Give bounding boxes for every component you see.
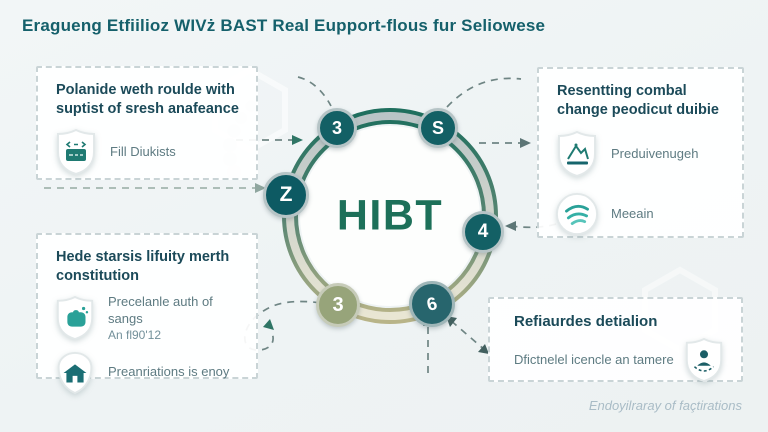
panel-heading: Refiaurdes detialion: [514, 313, 658, 330]
node-label: 3: [332, 293, 344, 316]
house-shield-icon: [57, 351, 93, 394]
connector-bottomright-diagonal: [448, 318, 487, 352]
item-label: Preanriations is enoy: [108, 364, 230, 380]
swirl-circle-icon: [555, 193, 599, 236]
person-shield-icon: [685, 338, 723, 383]
item-label: Meeain: [611, 205, 654, 221]
ring-node-3-bottom: 3: [316, 283, 360, 327]
center-label: HIBT: [336, 191, 444, 240]
shield-card-icon: [57, 128, 95, 176]
node-label: 3: [331, 117, 342, 138]
panel-heading: Resentting combal change peodicut duibie: [557, 83, 719, 118]
panel-heading: Hede starsis lifuity merth constitution: [56, 249, 230, 284]
ring-node-s: S: [418, 108, 458, 148]
panel-bottom-right: Refiaurdes detialion Dfictnelel icencle …: [488, 297, 743, 383]
ring-node-3-top: 3: [317, 108, 357, 148]
puzzle-shield-icon: [56, 295, 94, 340]
node-label: Z: [279, 183, 293, 206]
mountain-shield-icon: [558, 130, 596, 178]
panel-top-right: Resentting combal change peodicut duibie…: [537, 67, 744, 238]
item-label: Preduivenugeh: [611, 145, 699, 161]
item-sublabel: An fl90'12: [108, 327, 161, 342]
panel-top-left: Polanide weth roulde with suptist of sre…: [36, 66, 258, 180]
ring-node-z: Z: [263, 172, 309, 218]
arrowhead: [520, 138, 531, 148]
panel-heading: Polanide weth roulde with suptist of sre…: [56, 82, 239, 117]
panel-bottom-left: Hede starsis lifuity merth constitution …: [36, 233, 258, 394]
arrowhead: [292, 135, 303, 145]
item-label: Dfictnelel icencle an tamere: [514, 351, 674, 367]
page-title: Eragueng Etfiilioz WIVż BAST Real Euppor…: [22, 16, 546, 35]
connector-nodeS-to-topright: [446, 77, 522, 108]
arrowhead: [263, 319, 274, 330]
node-label: S: [431, 117, 444, 138]
node-label: 6: [424, 292, 440, 315]
ring-node-4: 4: [462, 211, 504, 253]
connector-top-to-node3: [297, 76, 332, 107]
item-label: Fill Diukists: [110, 143, 176, 159]
arrowhead: [505, 221, 516, 231]
node-label: 4: [477, 221, 489, 242]
ring-node-6: 6: [409, 281, 455, 327]
footer-caption: Endoyilraray of façtirations: [588, 398, 742, 413]
item-label: Precelanle auth of sangs: [108, 294, 213, 326]
